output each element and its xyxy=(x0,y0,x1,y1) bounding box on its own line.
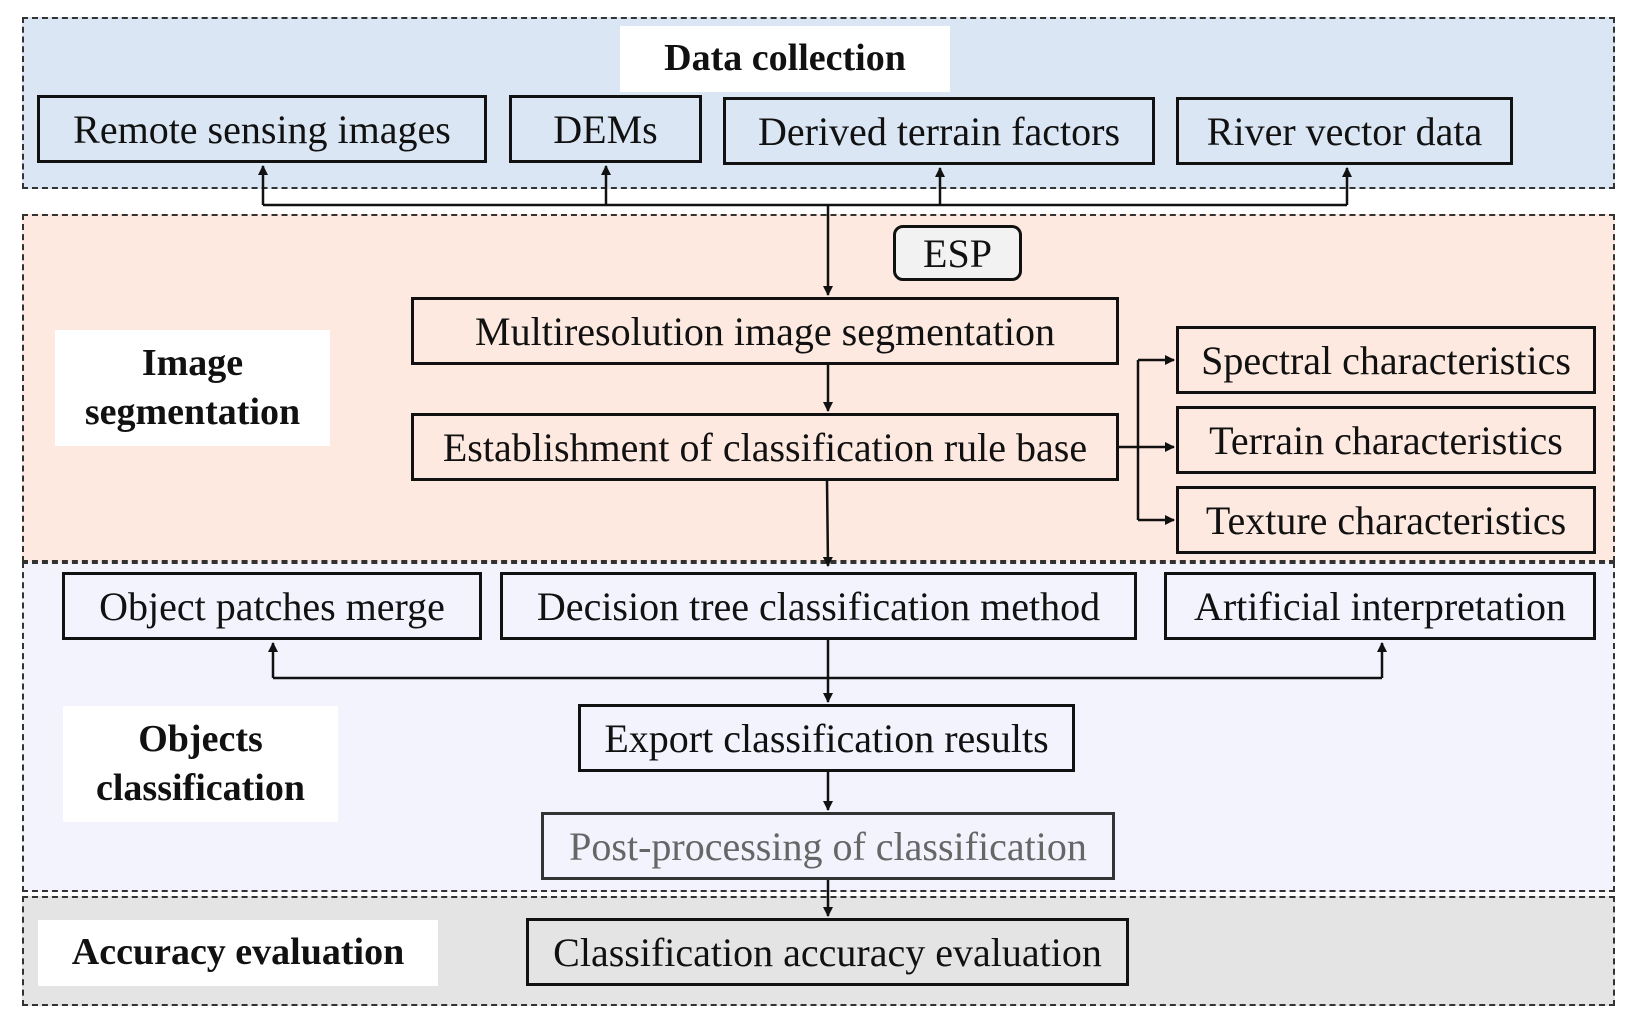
river-vector-data-box: River vector data xyxy=(1176,97,1513,165)
terrain-characteristics-box: Terrain characteristics xyxy=(1176,406,1596,474)
esp-box: ESP xyxy=(893,225,1022,281)
derived-terrain-factors-box: Derived terrain factors xyxy=(723,97,1155,165)
export-classification-results-box: Export classification results xyxy=(578,704,1075,772)
image-segmentation-title-line2: segmentation xyxy=(84,391,301,433)
objects-classification-title-line2: classification xyxy=(96,767,305,809)
decision-tree-classification-box: Decision tree classification method xyxy=(500,572,1137,640)
image-segmentation-title-line1: Image xyxy=(141,341,244,384)
texture-characteristics-box: Texture characteristics xyxy=(1176,486,1596,554)
data-collection-title: Data collection xyxy=(620,26,950,92)
spectral-characteristics-box: Spectral characteristics xyxy=(1176,326,1596,394)
rule-base-branch-line xyxy=(1119,360,1140,520)
object-patches-merge-box: Object patches merge xyxy=(62,572,482,640)
post-processing-box: Post-processing of classification xyxy=(541,812,1115,880)
accuracy-evaluation-title: Accuracy evaluation xyxy=(38,920,438,986)
arrow-rule-base-to-classification xyxy=(822,480,833,567)
objects-classification-title-line1: Objects xyxy=(138,717,263,760)
image-segmentation-title: Image segmentation xyxy=(55,330,330,446)
multiresolution-segmentation-box: Multiresolution image segmentation xyxy=(411,297,1119,365)
remote-sensing-images-box: Remote sensing images xyxy=(37,95,487,163)
objects-classification-title: Objects classification xyxy=(63,706,338,822)
artificial-interpretation-box: Artificial interpretation xyxy=(1164,572,1596,640)
dems-box: DEMs xyxy=(509,95,702,163)
classification-rule-base-box: Establishment of classification rule bas… xyxy=(411,413,1119,481)
classification-accuracy-evaluation-box: Classification accuracy evaluation xyxy=(526,918,1129,986)
